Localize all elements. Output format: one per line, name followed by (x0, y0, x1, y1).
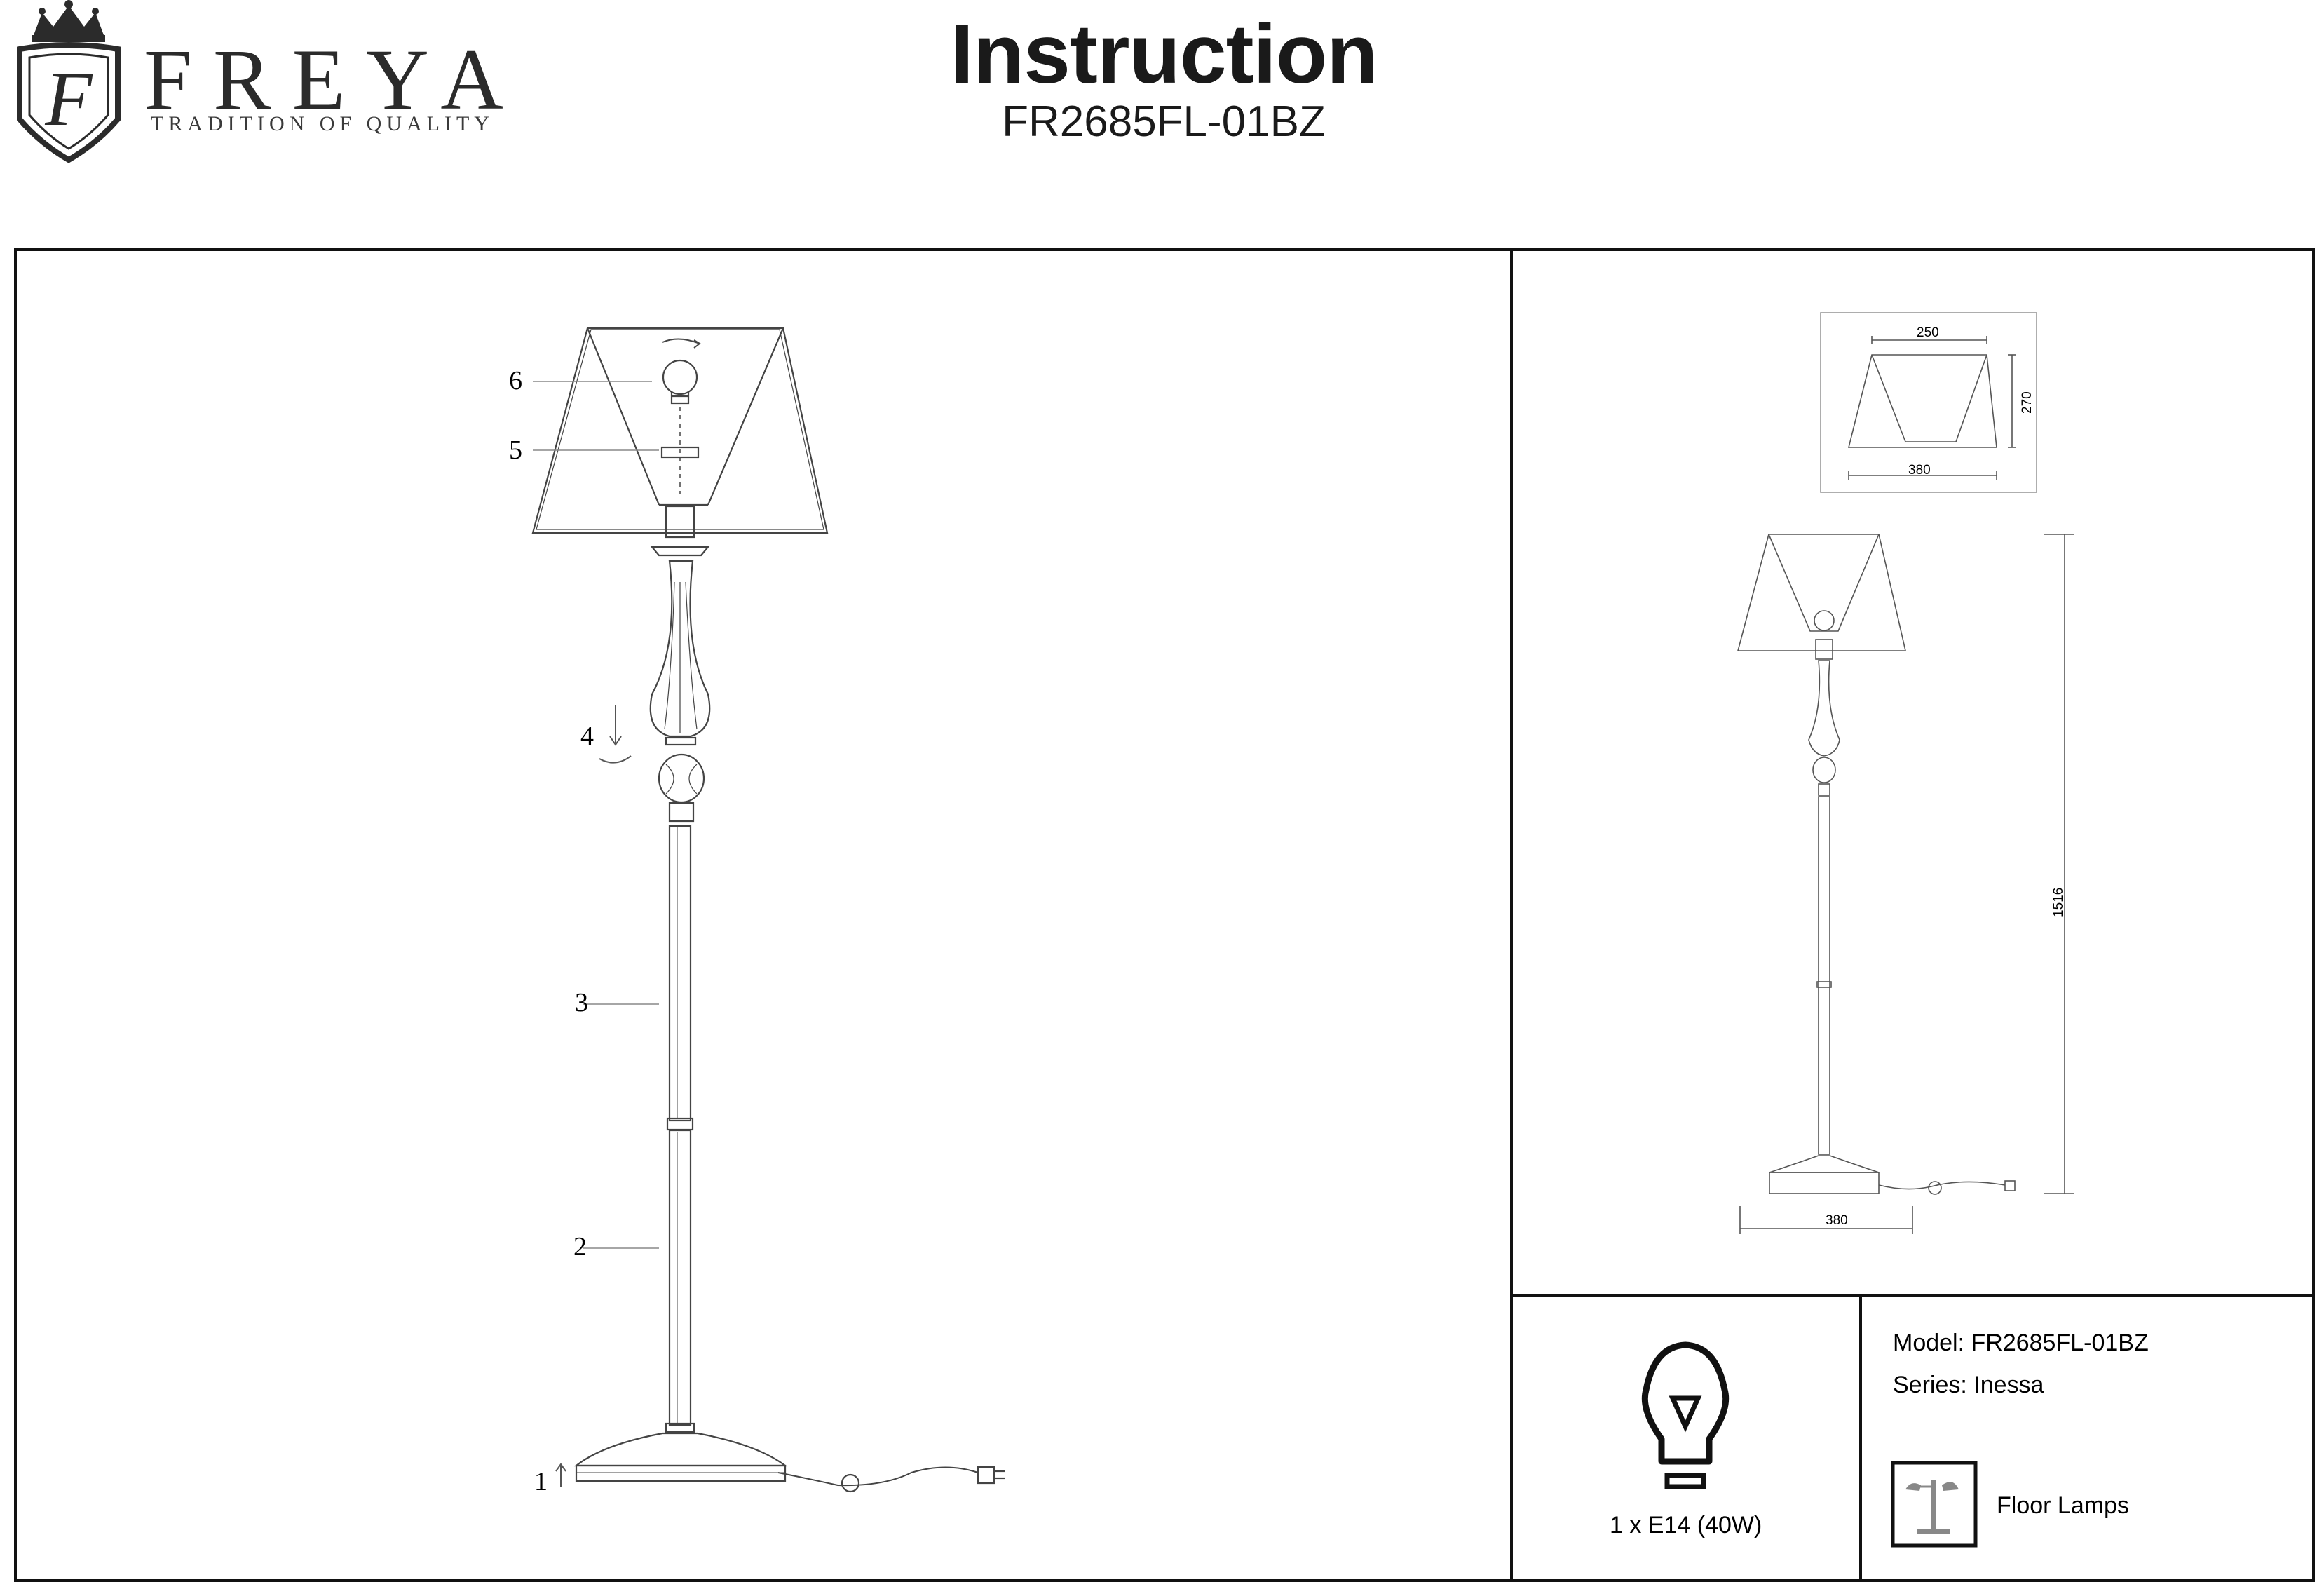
part-label-4: 4 (580, 722, 594, 751)
shade-dimension-drawing (1820, 312, 2037, 493)
logo-letter: F (44, 56, 93, 142)
frame (14, 248, 2315, 1582)
part-label-3: 3 (575, 988, 588, 1017)
brand-tagline: TRADITION OF QUALITY (151, 112, 494, 135)
dim-total-height: 1516 (2051, 888, 2066, 917)
part-label-1: 1 (534, 1467, 548, 1496)
bulb-part (662, 338, 701, 405)
part-label-2: 2 (573, 1232, 587, 1262)
base-part (573, 1432, 788, 1482)
series-info: Series: Inessa (1893, 1372, 2044, 1398)
page-title: Instruction (950, 7, 1378, 101)
dim-shade-top: 250 (1917, 325, 1939, 340)
ball-part (658, 753, 705, 804)
dim-shade-bottom: 380 (1908, 463, 1931, 478)
brand-name: FREYA (144, 32, 524, 128)
shade-ring-part (660, 446, 700, 459)
category-label: Floor Lamps (1997, 1492, 2129, 1519)
dim-shade-height: 270 (2020, 391, 2034, 414)
assembly-drawing (531, 327, 1005, 1493)
upper-vase-part (649, 560, 711, 738)
part-label-5: 5 (509, 435, 522, 465)
brand-logo: F (13, 0, 524, 168)
bulb-spec: 1 x E14 (40W) (1610, 1512, 1762, 1539)
rod-parts (665, 825, 695, 1433)
model-code: FR2685FL-01BZ (1002, 97, 1326, 146)
part-label-6: 6 (509, 366, 522, 395)
lamp-shade (531, 327, 829, 534)
floor-lamp-icon (1891, 1461, 1978, 1548)
crest-icon: F (17, 0, 121, 163)
dim-base-width: 380 (1826, 1213, 1848, 1228)
lamp-overview-drawing (1737, 534, 2074, 1234)
model-info: Model: FR2685FL-01BZ (1893, 1330, 2149, 1356)
assembly-arrows (555, 705, 632, 1487)
part-labels: 1 2 3 4 5 6 (509, 366, 594, 1496)
light-bulb-icon (1641, 1341, 1730, 1489)
